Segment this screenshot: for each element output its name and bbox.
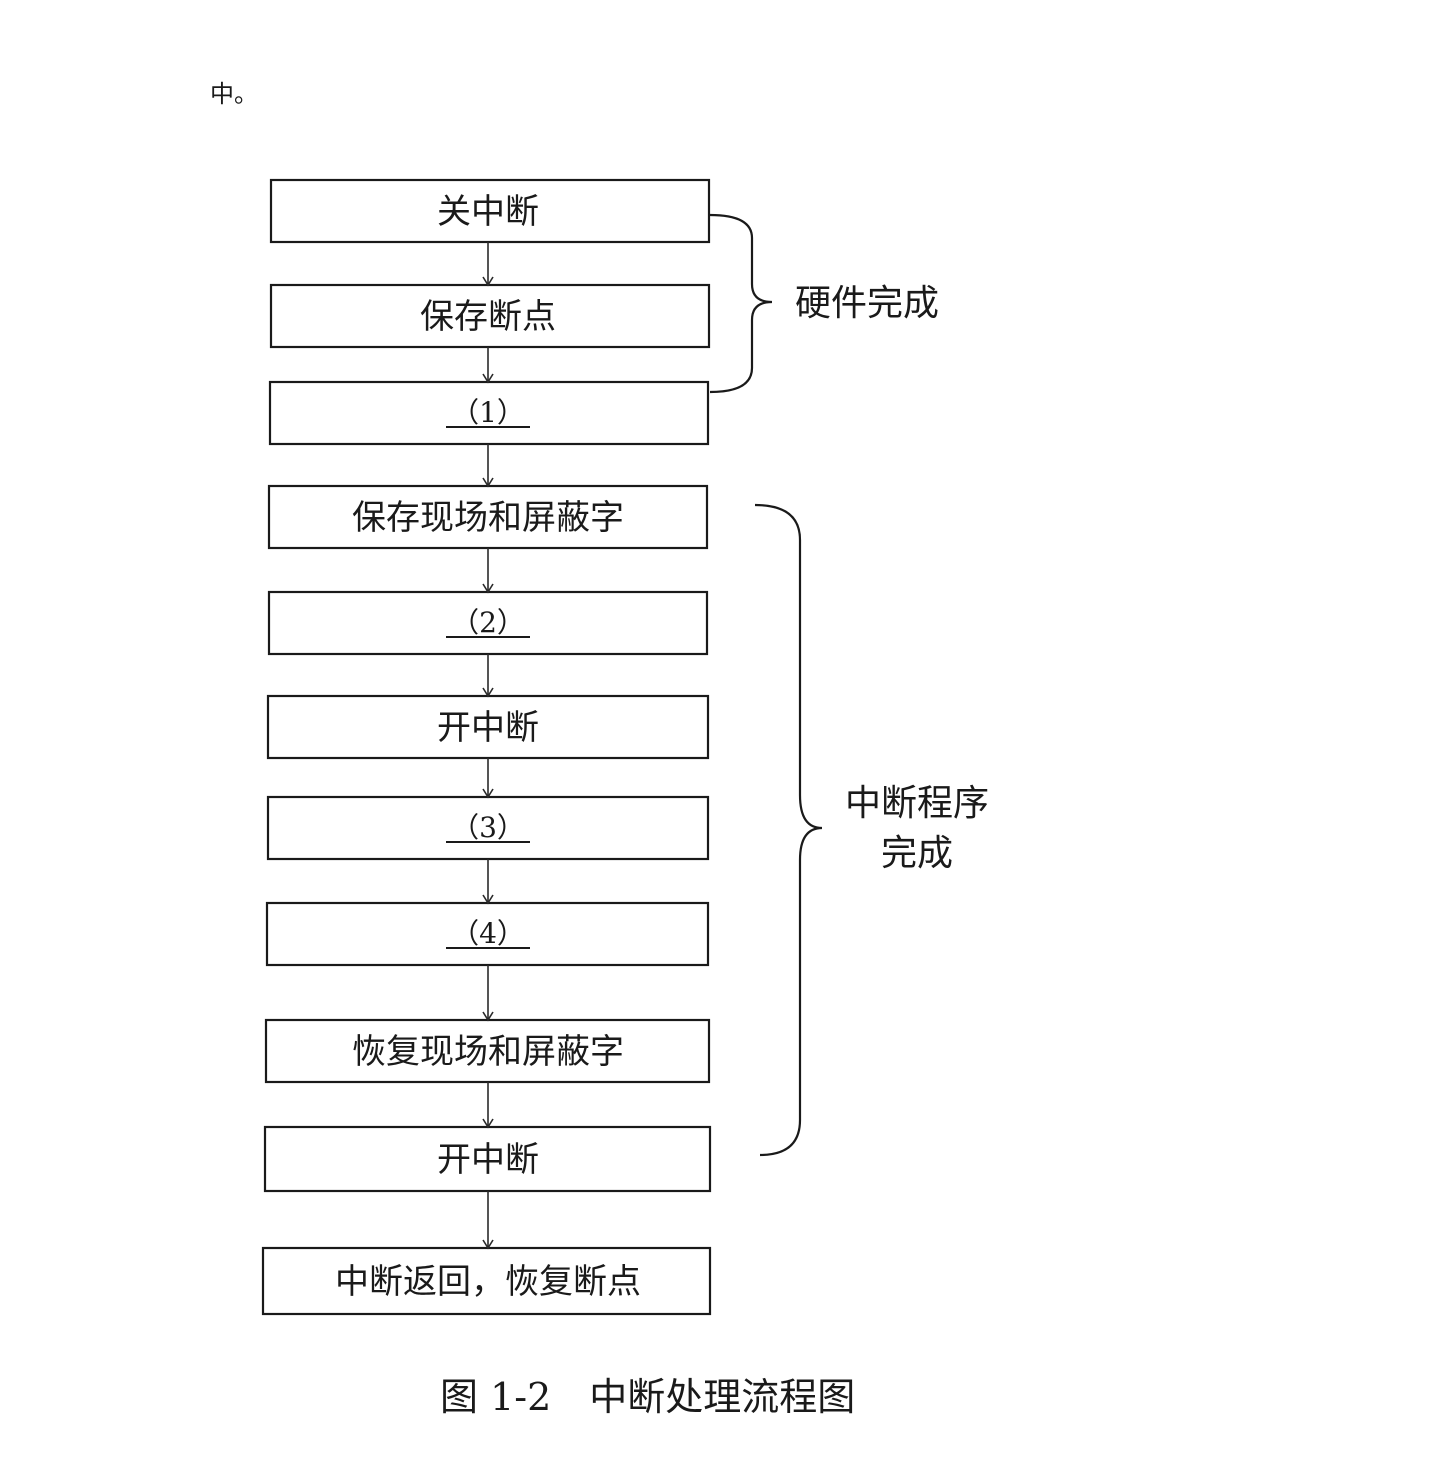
figure-caption: 图 1-2 中断处理流程图 (440, 1375, 855, 1419)
hardware-label: 硬件完成 (795, 283, 939, 324)
flow-arrow (482, 548, 494, 594)
lead-text: 中。 (210, 80, 258, 108)
software-label-line2: 完成 (881, 833, 953, 874)
step-box (269, 283, 711, 349)
flow-step: 开中断 (266, 694, 710, 760)
flow-arrow (482, 242, 494, 287)
step-blank-label: （1） (451, 396, 525, 429)
flow-arrow (482, 347, 494, 384)
step-label: 关中断 (437, 192, 539, 232)
step-box (269, 178, 711, 244)
flow-arrow (482, 1191, 494, 1250)
flow-arrow (482, 444, 494, 488)
flow-step: 保存断点 (269, 283, 711, 349)
flow-step: （2） (267, 590, 709, 656)
step-label: 中断返回，恢复断点 (335, 1262, 641, 1302)
flow-step: （1） (268, 380, 710, 446)
step-box (268, 380, 710, 446)
step-blank-label: （2） (451, 606, 525, 639)
step-label: 恢复现场和屏蔽字 (352, 1032, 624, 1072)
step-blank-label: （4） (451, 917, 525, 950)
step-box (263, 1125, 712, 1193)
flow-step: 保存现场和屏蔽字 (267, 484, 709, 550)
step-box (265, 901, 710, 967)
flow-step: 恢复现场和屏蔽字 (264, 1018, 711, 1084)
step-blank-label: （3） (451, 811, 525, 844)
step-box (267, 484, 709, 550)
flow-arrow (482, 758, 494, 799)
flow-arrow (482, 1082, 494, 1129)
flow-arrow (482, 654, 494, 698)
step-label: 保存断点 (420, 297, 556, 337)
software-group: 中断程序 完成 (754, 503, 989, 1157)
step-label: 开中断 (437, 1140, 539, 1180)
flow-arrow (482, 965, 494, 1022)
flow-step: （3） (266, 795, 710, 861)
step-label: 开中断 (437, 708, 539, 748)
flow-step: 关中断 (269, 178, 711, 244)
flow-step: （4） (265, 901, 710, 967)
software-brace (754, 503, 823, 1157)
step-box (261, 1246, 712, 1316)
software-label-line1: 中断程序 (845, 783, 989, 824)
step-box (267, 590, 709, 656)
step-label: 保存现场和屏蔽字 (352, 498, 624, 538)
flow-step: 中断返回，恢复断点 (261, 1246, 712, 1316)
flow-step: 开中断 (263, 1125, 712, 1193)
hardware-brace (709, 213, 773, 394)
step-box (266, 795, 710, 861)
flowchart-arrows (482, 242, 494, 1250)
hardware-group: 硬件完成 (709, 213, 939, 394)
flow-arrow (482, 859, 494, 905)
